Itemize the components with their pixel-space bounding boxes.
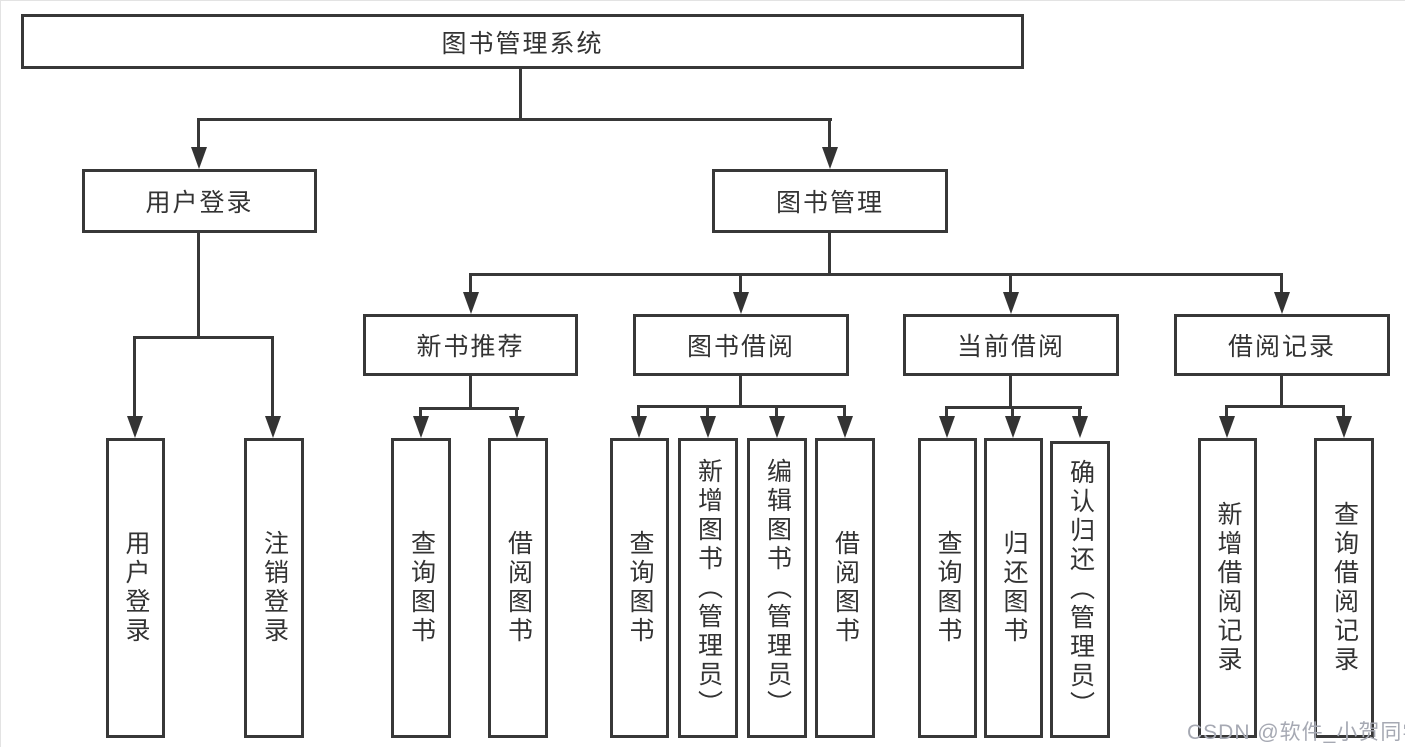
connector-line <box>637 405 846 408</box>
node-user-login-label: 用户登录 <box>145 189 254 217</box>
connector-line <box>1009 274 1012 296</box>
arrow-down-icon <box>769 416 785 438</box>
connector-line <box>775 406 778 420</box>
csdn-watermark: CSDN @软件_小贺同学 <box>1187 721 1405 744</box>
connector-line <box>1011 407 1014 420</box>
arrow-down-icon <box>837 416 853 438</box>
connector-line <box>1225 406 1228 420</box>
leaf-query-books-3: 查询图书 <box>918 438 977 738</box>
leaf-borrow-books-2-label: 借阅图书 <box>831 530 860 646</box>
connector-line <box>1078 407 1081 420</box>
leaf-confirm-return-admin-label: 确认归还（管理员） <box>1066 459 1095 720</box>
connector-line <box>843 406 846 420</box>
node-book-borrow: 图书借阅 <box>633 314 849 376</box>
node-current-borrow-label: 当前借阅 <box>956 333 1065 361</box>
arrow-down-icon <box>265 416 281 438</box>
connector-line <box>828 119 831 151</box>
node-borrow-records-label: 借阅记录 <box>1227 333 1336 361</box>
leaf-confirm-return-admin: 确认归还（管理员） <box>1050 441 1110 738</box>
leaf-return-books-label: 归还图书 <box>1000 530 1028 646</box>
connector-line <box>469 376 472 409</box>
arrow-down-icon <box>1274 292 1290 314</box>
leaf-return-books: 归还图书 <box>984 438 1043 738</box>
leaf-add-books-admin: 新增图书（管理员） <box>678 438 738 738</box>
connector-line <box>1009 376 1012 408</box>
connector-line <box>469 273 1283 276</box>
connector-line <box>739 274 742 296</box>
leaf-user-login-label: 用户登录 <box>122 530 150 646</box>
leaf-query-books-3-label: 查询图书 <box>934 530 962 646</box>
arrow-down-icon <box>509 416 525 438</box>
leaf-query-books-1-label: 查询图书 <box>407 530 436 646</box>
node-borrow-records: 借阅记录 <box>1174 314 1390 376</box>
connector-line <box>519 69 522 119</box>
leaf-borrow-books-2: 借阅图书 <box>815 438 875 738</box>
arrow-down-icon <box>127 416 143 438</box>
leaf-add-books-admin-label: 新增图书（管理员） <box>694 457 723 719</box>
node-current-borrow: 当前借阅 <box>903 314 1119 376</box>
leaf-query-books-2-label: 查询图书 <box>626 530 654 646</box>
arrow-down-icon <box>1072 416 1088 438</box>
leaf-query-borrow-record-label: 查询借阅记录 <box>1330 501 1359 675</box>
connector-line <box>515 408 518 420</box>
connector-line <box>1280 274 1283 296</box>
connector-line <box>945 407 948 420</box>
arrow-down-icon <box>1003 292 1019 314</box>
leaf-add-borrow-record: 新增借阅记录 <box>1198 438 1257 738</box>
node-user-login: 用户登录 <box>82 169 317 233</box>
leaf-user-login: 用户登录 <box>106 438 165 738</box>
arrow-down-icon <box>1219 416 1235 438</box>
leaf-query-books-2: 查询图书 <box>610 438 669 738</box>
connector-line <box>1342 406 1345 420</box>
node-new-book-rec-label: 新书推荐 <box>416 333 525 361</box>
node-root-label: 图书管理系统 <box>441 29 604 58</box>
connector-line <box>133 337 136 420</box>
arrow-down-icon <box>631 416 647 438</box>
connector-line <box>706 406 709 420</box>
connector-line <box>197 119 200 151</box>
connector-line <box>419 408 422 420</box>
node-book-mgmt: 图书管理 <box>712 169 948 233</box>
arrow-down-icon <box>463 292 479 314</box>
leaf-logout: 注销登录 <box>244 438 304 738</box>
arrow-down-icon <box>191 147 207 169</box>
connector-line <box>133 336 274 339</box>
leaf-borrow-books-1-label: 借阅图书 <box>504 530 533 646</box>
connector-line <box>1225 405 1345 408</box>
arrow-down-icon <box>700 416 716 438</box>
leaf-query-books-1: 查询图书 <box>391 438 451 738</box>
leaf-logout-label: 注销登录 <box>260 530 289 646</box>
connector-line <box>197 233 200 337</box>
connector-line <box>828 233 831 274</box>
arrow-down-icon <box>733 292 749 314</box>
leaf-add-borrow-record-label: 新增借阅记录 <box>1214 501 1242 675</box>
arrow-down-icon <box>1336 416 1352 438</box>
arrow-down-icon <box>939 416 955 438</box>
connector-line <box>739 376 742 407</box>
connector-line <box>469 274 472 296</box>
arrow-down-icon <box>822 147 838 169</box>
connector-line <box>1280 376 1283 407</box>
connector-line <box>271 337 274 420</box>
leaf-borrow-books-1: 借阅图书 <box>488 438 548 738</box>
connector-line <box>419 407 519 410</box>
leaf-query-borrow-record: 查询借阅记录 <box>1314 438 1374 738</box>
leaf-edit-books-admin: 编辑图书（管理员） <box>747 438 807 738</box>
connector-line <box>197 118 832 121</box>
node-book-mgmt-label: 图书管理 <box>775 189 884 217</box>
node-book-borrow-label: 图书借阅 <box>686 333 795 361</box>
node-new-book-rec: 新书推荐 <box>363 314 578 376</box>
node-root: 图书管理系统 <box>21 14 1024 69</box>
leaf-edit-books-admin-label: 编辑图书（管理员） <box>763 457 792 719</box>
connector-line <box>637 406 640 420</box>
arrow-down-icon <box>1005 416 1021 438</box>
arrow-down-icon <box>413 416 429 438</box>
